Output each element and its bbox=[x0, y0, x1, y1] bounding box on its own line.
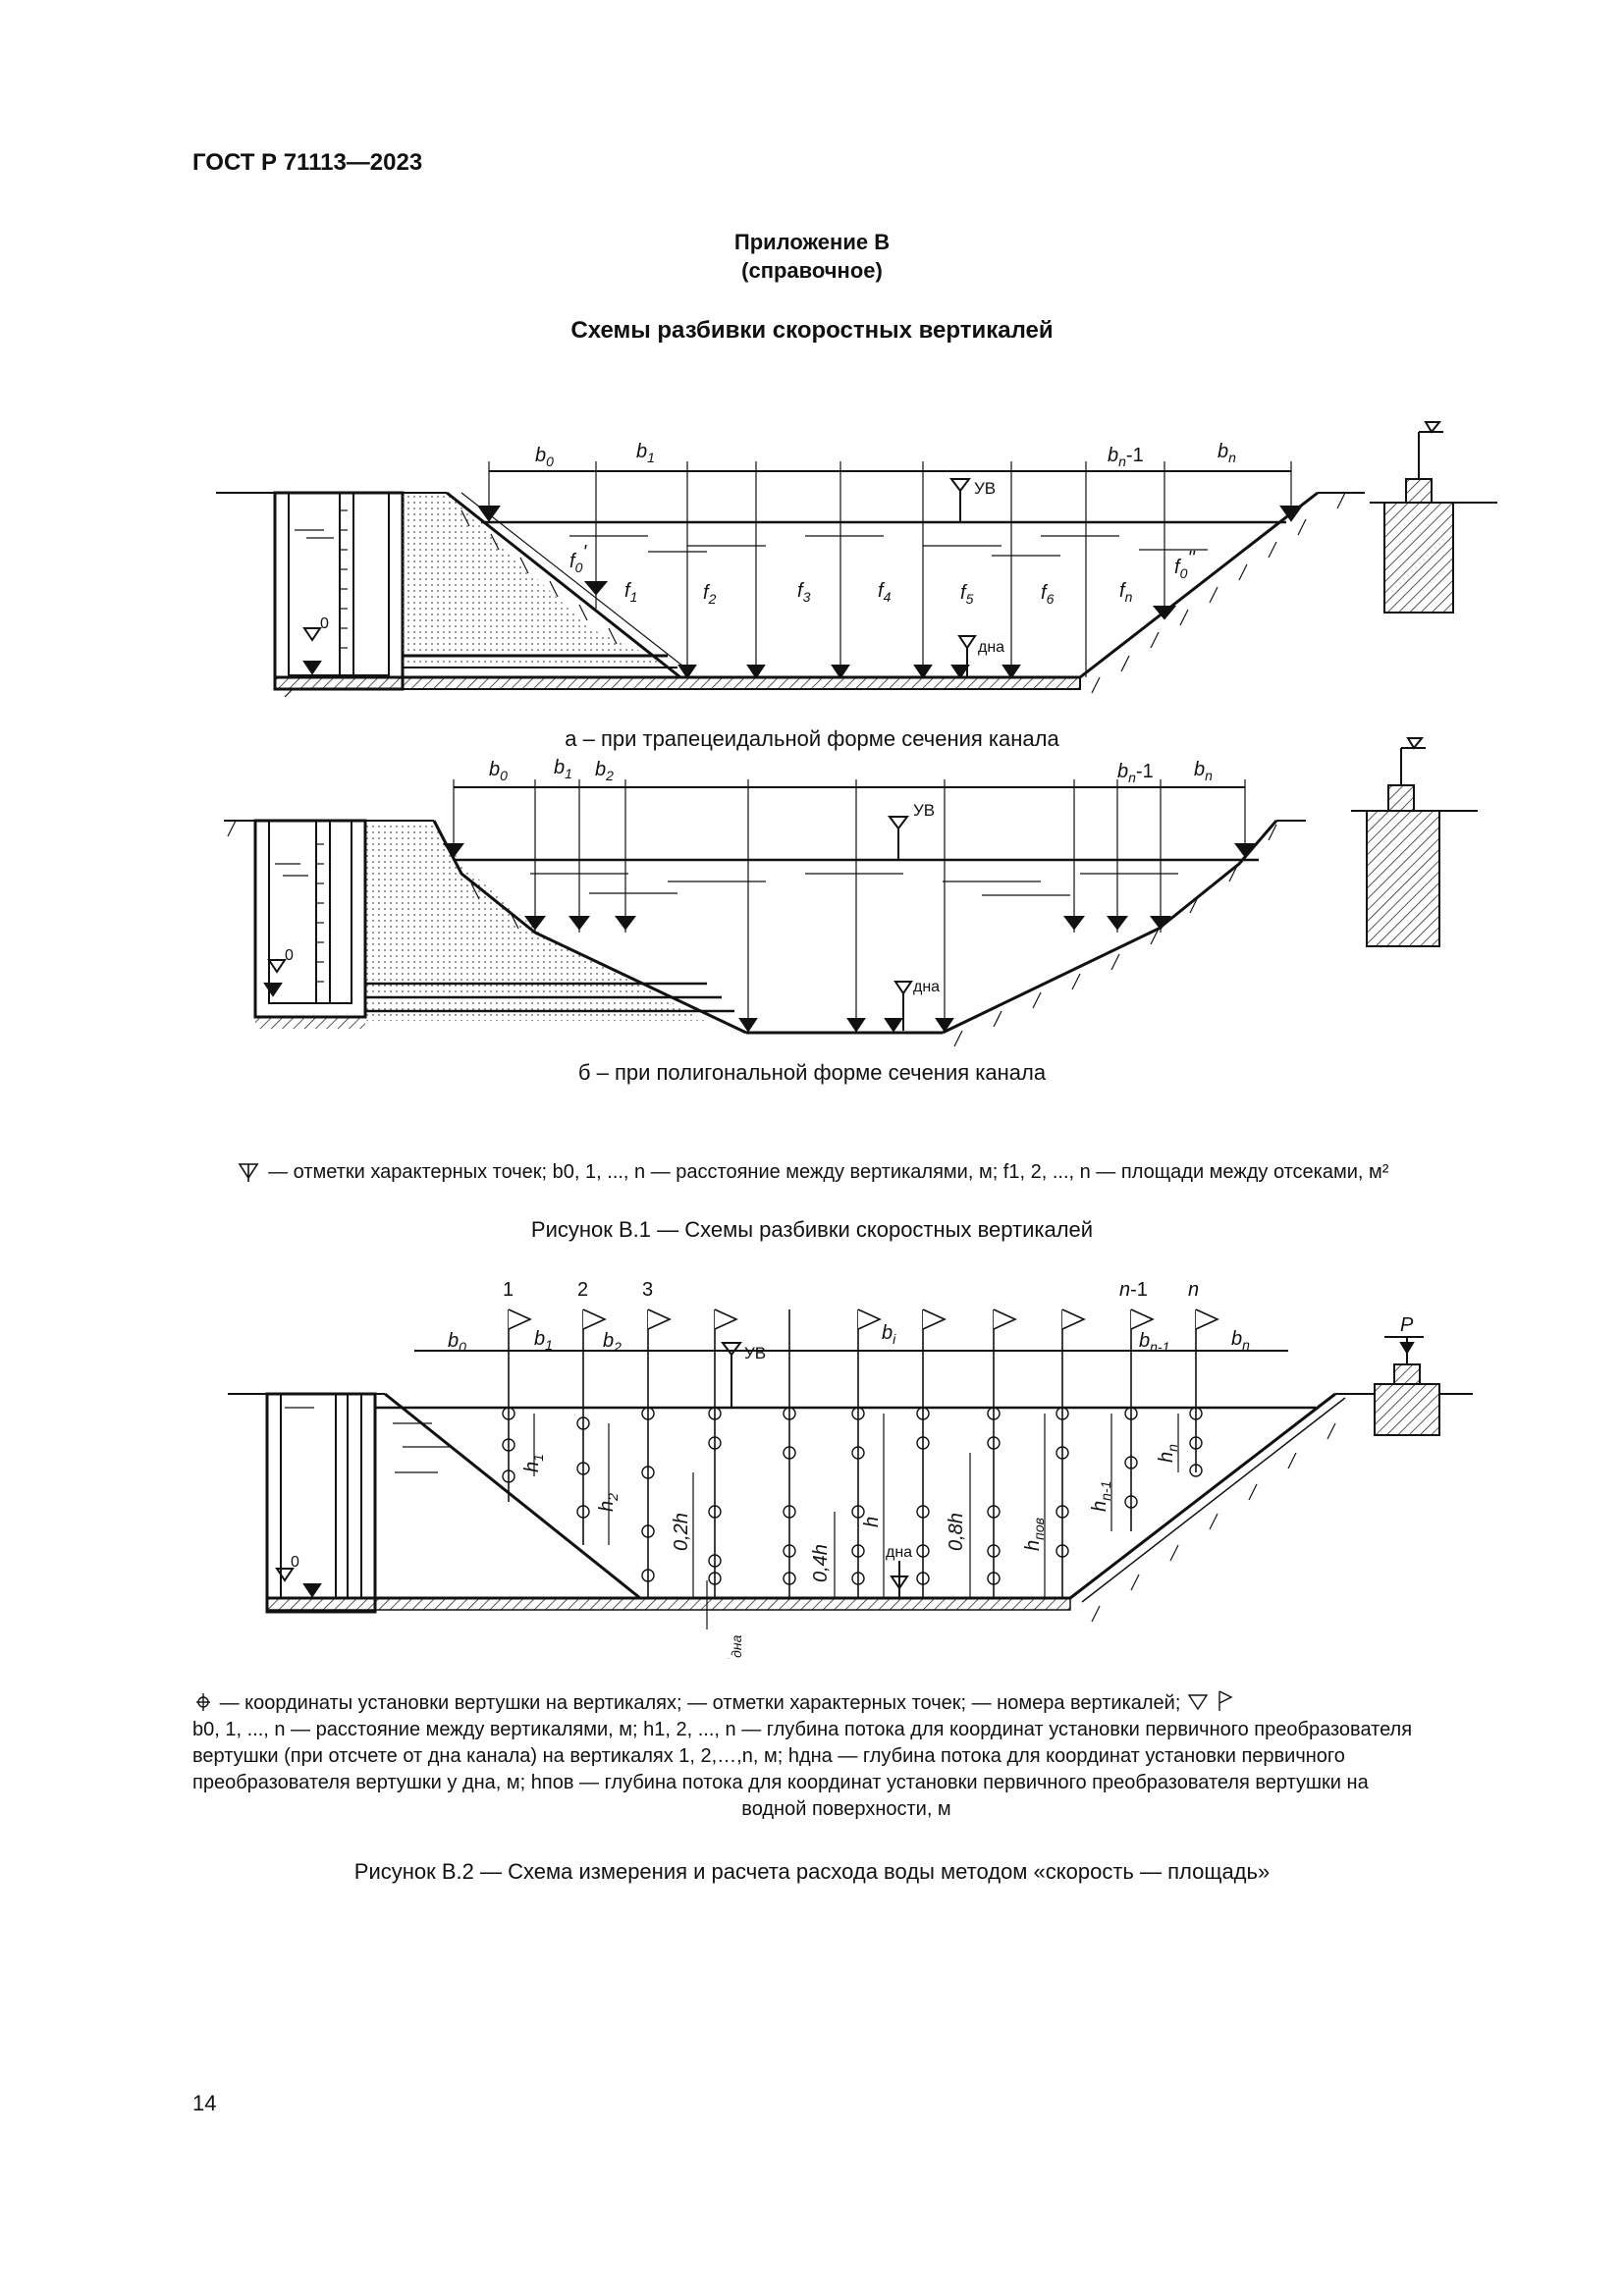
svg-text:f5: f5 bbox=[960, 582, 974, 607]
legend-line-5: водной поверхности, м bbox=[741, 1798, 951, 1820]
flag-icon bbox=[1218, 1690, 1233, 1711]
figure-b2-caption: Рисунок В.2 — Схема измерения и расчета … bbox=[353, 1859, 1271, 1884]
page-number: 14 bbox=[192, 2091, 217, 2115]
panel-a-trapezoid bbox=[216, 421, 1497, 698]
svg-text:3: 3 bbox=[642, 1279, 653, 1301]
svg-text:УВ: УВ bbox=[913, 801, 935, 820]
section-title: Схемы разбивки скоростных вертикалей bbox=[570, 317, 1054, 344]
svg-text:2: 2 bbox=[577, 1279, 588, 1301]
svg-text:bn-1: bn-1 bbox=[1108, 445, 1144, 469]
svg-text:0,8h: 0,8h bbox=[946, 1513, 967, 1551]
svg-text:bn-1: bn-1 bbox=[1117, 761, 1154, 785]
svg-text:b2: b2 bbox=[603, 1330, 622, 1355]
figure-b1-caption-b: б – при полигональной форме сечения кана… bbox=[577, 1060, 1047, 1085]
figure-b1-caption: Рисунок В.1 — Схемы разбивки скоростных … bbox=[530, 1217, 1094, 1242]
figure-b1-legend-text: — отметки характерных точек; b0, 1, ...,… bbox=[268, 1161, 1389, 1183]
svg-text:hдна: hдна bbox=[720, 1634, 744, 1659]
measurement-points bbox=[502, 1407, 1203, 1585]
svg-text:b0: b0 bbox=[448, 1330, 466, 1355]
svg-text:f4: f4 bbox=[878, 580, 892, 605]
svg-text:fn: fn bbox=[1119, 580, 1133, 605]
svg-text:0: 0 bbox=[320, 615, 329, 632]
svg-text:bn: bn bbox=[1218, 441, 1236, 465]
figure-b2-legend: — координаты установки вертушки на верти… bbox=[192, 1689, 1500, 1823]
svg-text:b1: b1 bbox=[636, 441, 655, 465]
svg-text:0,2h: 0,2h bbox=[671, 1513, 692, 1551]
legend-line-1: — координаты установки вертушки на верти… bbox=[192, 1689, 1500, 1717]
appendix-status: (справочное) bbox=[741, 258, 883, 283]
svg-text:h: h bbox=[861, 1517, 883, 1527]
svg-text:n: n bbox=[1188, 1279, 1199, 1301]
svg-text:f0': f0' bbox=[569, 542, 587, 575]
svg-text:hn: hn bbox=[1156, 1444, 1180, 1463]
crosshair-point-icon bbox=[196, 1693, 210, 1711]
svg-text:bi: bi bbox=[882, 1322, 896, 1347]
legend-line-4: преобразователя вертушки у дна, м; hпов … bbox=[192, 1772, 1369, 1793]
svg-text:дна: дна bbox=[886, 1544, 912, 1561]
svg-text:b0: b0 bbox=[535, 445, 554, 469]
legend-line-1-text: — координаты установки вертушки на верти… bbox=[219, 1692, 1181, 1714]
svg-text:f0'': f0'' bbox=[1174, 548, 1196, 581]
svg-text:b0: b0 bbox=[489, 759, 508, 783]
legend-line-2: b0, 1, ..., n — расстояние между вертика… bbox=[192, 1719, 1413, 1740]
verticals bbox=[508, 1309, 1197, 1598]
svg-text:bn-1: bn-1 bbox=[1139, 1330, 1169, 1355]
document-number: ГОСТ Р 71113—2023 bbox=[192, 149, 423, 176]
svg-text:n-1: n-1 bbox=[1119, 1279, 1148, 1301]
appendix-title: Приложение В bbox=[733, 230, 891, 254]
svg-text:УВ: УВ bbox=[974, 479, 996, 498]
legend-line-3: вертушки (при отсчете от дна канала) на … bbox=[192, 1745, 1345, 1767]
figure-b2-diagram: 1 2 3 n-1 n b0 b1 b2 bi bn-1 bn h1 h2 0,2h… bbox=[228, 1279, 1473, 1659]
svg-text:f6: f6 bbox=[1041, 582, 1055, 607]
svg-text:hпов: hпов bbox=[1022, 1518, 1047, 1551]
svg-text:b1: b1 bbox=[554, 757, 572, 781]
vertical-flags bbox=[508, 1308, 1219, 1330]
svg-text:h2: h2 bbox=[596, 1493, 621, 1512]
svg-text:дна: дна bbox=[913, 979, 940, 995]
figure-b1-legend: — отметки характерных точек; b0, 1, ...,… bbox=[0, 1160, 1624, 1184]
svg-text:hn-1: hn-1 bbox=[1089, 1481, 1113, 1512]
svg-text:0,4h: 0,4h bbox=[810, 1544, 832, 1582]
svg-text:P: P bbox=[1400, 1314, 1414, 1336]
svg-text:bn: bn bbox=[1231, 1328, 1250, 1353]
triangle-mark-icon bbox=[1187, 1694, 1209, 1711]
appendix-heading: Приложение В (справочное) bbox=[0, 228, 1624, 285]
svg-text:h1: h1 bbox=[521, 1454, 546, 1472]
svg-text:0: 0 bbox=[291, 1554, 299, 1571]
svg-text:bn: bn bbox=[1194, 759, 1213, 783]
svg-text:УВ: УВ bbox=[744, 1344, 766, 1362]
svg-text:b2: b2 bbox=[595, 759, 614, 783]
panel-b-polygonal bbox=[224, 737, 1478, 1047]
triangle-mark-icon bbox=[238, 1163, 259, 1182]
figure-b1-caption-a: а – при трапецеидальной форме сечения ка… bbox=[565, 726, 1059, 751]
svg-text:f1: f1 bbox=[624, 580, 637, 605]
figure-b1-diagram: b0 b1 bn-1 bn f0' f1 f2 f3 f4 f5 f6 fn f… bbox=[216, 421, 1497, 1047]
svg-text:0: 0 bbox=[285, 947, 294, 964]
svg-text:дна: дна bbox=[978, 639, 1004, 656]
svg-text:f3: f3 bbox=[797, 580, 811, 605]
svg-text:b1: b1 bbox=[534, 1328, 553, 1353]
svg-text:f2: f2 bbox=[703, 582, 717, 607]
svg-text:1: 1 bbox=[503, 1279, 514, 1301]
